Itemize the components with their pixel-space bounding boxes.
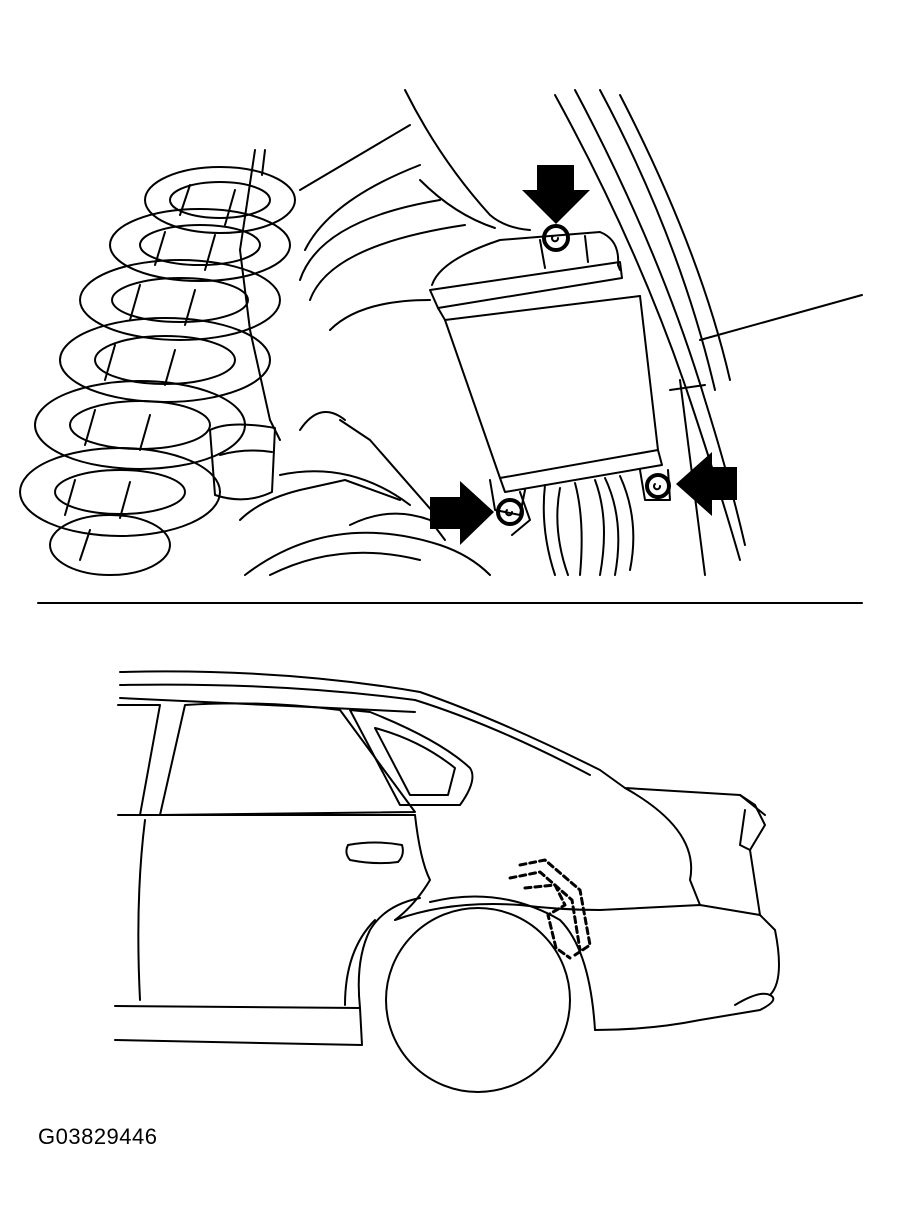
shock-absorber <box>239 149 281 441</box>
bolt-icon <box>542 224 570 252</box>
body-panel-lines <box>239 89 531 576</box>
arrow-right-icon <box>430 481 494 545</box>
rear-wheel <box>385 907 571 1093</box>
bolt-icon <box>645 473 671 499</box>
detail-view <box>19 89 863 576</box>
vehicle-locator-view <box>114 670 780 1093</box>
figure-id-label: G03829446 <box>38 1124 158 1149</box>
callout-arrows <box>430 165 737 545</box>
coil-spring <box>19 166 296 576</box>
canister-location-marker <box>508 858 592 960</box>
arrow-left-icon <box>676 452 737 516</box>
mounting-bolts <box>496 224 671 526</box>
bolt-icon <box>496 498 524 526</box>
arrow-down-icon <box>522 165 590 224</box>
charcoal-canister <box>429 231 671 576</box>
